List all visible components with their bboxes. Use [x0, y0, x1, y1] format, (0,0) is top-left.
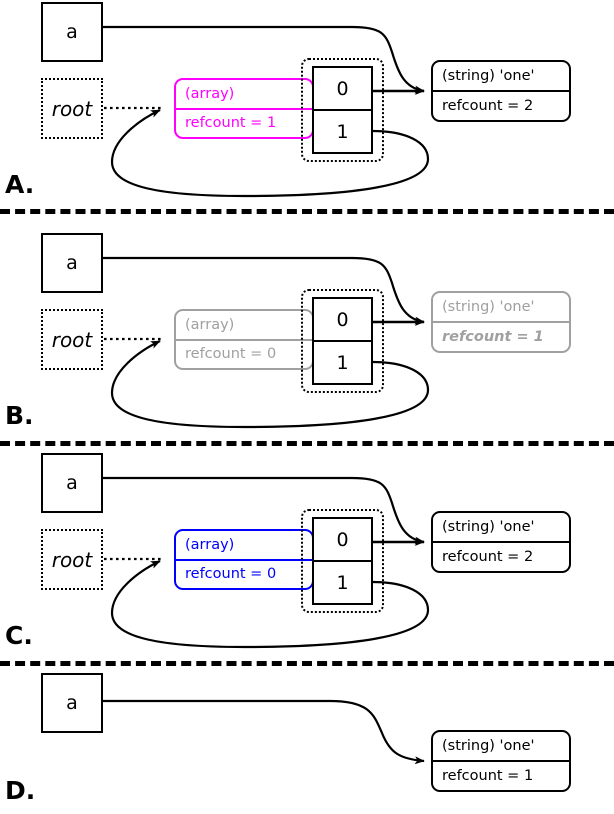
panel-c: a root (array) refcount = 0 0 1 (string)… [0, 451, 614, 661]
panel-label-d: D. [5, 776, 36, 805]
array-type-label: (array) [176, 531, 312, 561]
array-cells[interactable]: 0 1 [312, 66, 373, 154]
array-refcount-label: refcount = 1 [185, 115, 277, 132]
variable-name-label: a [66, 472, 78, 494]
variable-box-a[interactable]: a [41, 2, 103, 62]
panel-a: a root (array) refcount = 1 0 1 (string)… [0, 0, 614, 209]
array-cell-1[interactable]: 1 [336, 351, 349, 374]
string-record[interactable]: (string) 'one' refcount = 2 [431, 60, 571, 122]
string-refcount-label: refcount = 1 [442, 768, 534, 784]
array-cell-0[interactable]: 0 [314, 299, 371, 342]
array-refcount-label: refcount = 0 [185, 346, 277, 363]
array-cell-1[interactable]: 1 [336, 120, 349, 143]
array-record[interactable]: (array) refcount = 0 [174, 309, 314, 370]
array-record[interactable]: (array) refcount = 0 [174, 529, 314, 590]
variable-box-a[interactable]: a [41, 453, 103, 513]
panel-d-connectors [103, 699, 425, 765]
variable-name-label: a [66, 21, 78, 43]
panel-label-a: A. [5, 170, 35, 199]
array-cells-group [301, 58, 384, 162]
string-record[interactable]: (string) 'one' refcount = 1 [431, 291, 571, 353]
panel-b: a root (array) refcount = 0 0 1 (string)… [0, 231, 614, 441]
panel-separator-1 [0, 209, 614, 214]
array-type-label: (array) [176, 311, 312, 341]
array-cell-1[interactable]: 1 [336, 571, 349, 594]
edge-a-to-string [103, 699, 425, 765]
string-type-label: (string) 'one' [433, 293, 569, 323]
edge-cell1-selfloop-to-array [110, 560, 430, 649]
panel-label-c: C. [5, 621, 33, 650]
panel-b-connectors [103, 256, 430, 429]
edge-a-to-string [103, 25, 425, 94]
array-cell-0[interactable]: 0 [314, 519, 371, 562]
panel-d: a (string) 'one' refcount = 1 D. [0, 671, 614, 814]
variable-box-a[interactable]: a [41, 233, 103, 293]
array-cells[interactable]: 0 1 [312, 297, 373, 385]
string-record[interactable]: (string) 'one' refcount = 1 [431, 730, 571, 792]
array-cells-group [301, 289, 384, 393]
root-box[interactable]: root [41, 309, 103, 370]
array-record[interactable]: (array) refcount = 1 [174, 78, 314, 139]
panel-separator-3 [0, 661, 614, 666]
edge-a-to-string [103, 256, 425, 325]
panel-label-b: B. [5, 401, 34, 430]
root-label: root [51, 327, 93, 352]
string-type-label: (string) 'one' [433, 62, 569, 92]
array-refcount-label: refcount = 0 [185, 566, 277, 583]
variable-name-label: a [66, 252, 78, 274]
string-record[interactable]: (string) 'one' refcount = 2 [431, 511, 571, 573]
edge-cell1-selfloop-to-array [110, 340, 430, 429]
root-box[interactable]: root [41, 78, 103, 139]
array-cells[interactable]: 0 1 [312, 517, 373, 605]
panel-separator-2 [0, 441, 614, 446]
root-label: root [51, 547, 93, 572]
variable-name-label: a [66, 692, 78, 714]
array-type-label: (array) [176, 80, 312, 110]
root-box[interactable]: root [41, 529, 103, 590]
string-type-label: (string) 'one' [433, 732, 569, 762]
panel-c-connectors [103, 476, 430, 649]
panel-a-connectors [103, 25, 430, 198]
root-label: root [51, 96, 93, 121]
edge-a-to-string [103, 476, 425, 545]
array-cells-group [301, 509, 384, 613]
edge-cell1-selfloop-to-array [110, 109, 430, 198]
string-refcount-label: refcount = 1 [442, 329, 544, 345]
array-cell-0[interactable]: 0 [314, 68, 371, 111]
string-refcount-label: refcount = 2 [442, 98, 534, 114]
string-refcount-label: refcount = 2 [442, 549, 534, 565]
string-type-label: (string) 'one' [433, 513, 569, 543]
variable-box-a[interactable]: a [41, 673, 103, 733]
